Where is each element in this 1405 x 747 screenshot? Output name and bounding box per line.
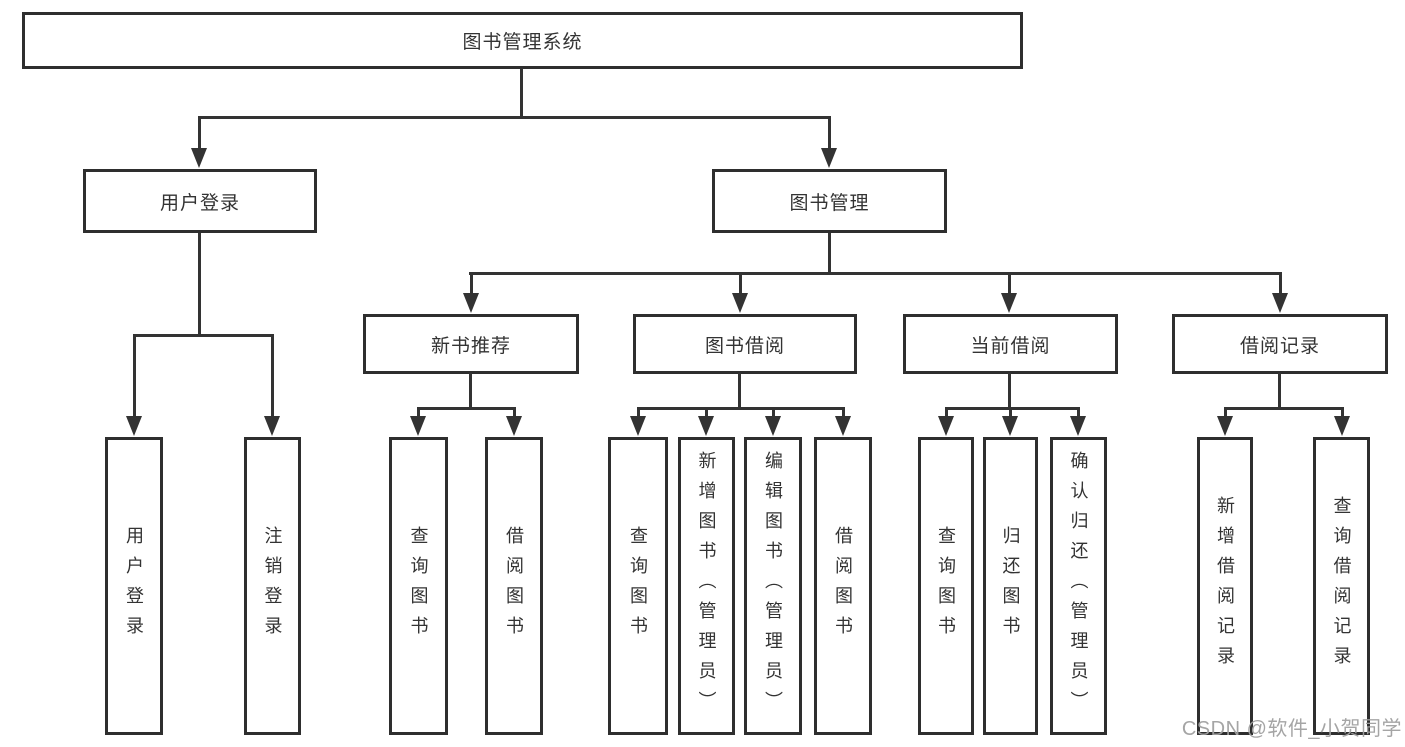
arrow-down-icon (835, 416, 851, 436)
connector-line (520, 68, 523, 118)
leaf-query-books-borrow: 查询图书 (608, 437, 668, 735)
leaf-add-borrow-record: 新增借阅记录 (1197, 437, 1253, 735)
connector-line (945, 407, 1080, 410)
connector-line (1009, 407, 1012, 419)
leaf-label: 查询图书 (408, 526, 429, 646)
leaf-label: 借阅图书 (833, 526, 853, 646)
node-label: 图书借阅 (704, 335, 785, 357)
arrow-down-icon (765, 416, 781, 436)
connector-line (1008, 373, 1011, 410)
leaf-user-login: 用户登录 (105, 437, 163, 735)
connector-line (828, 116, 831, 149)
arrow-down-icon (126, 416, 142, 436)
node-book-management: 图书管理 (712, 169, 947, 233)
node-book-borrow: 图书借阅 (633, 314, 857, 374)
leaf-query-books-current: 查询图书 (918, 437, 974, 735)
leaf-add-books-admin: 新增图书（管理员） (678, 437, 735, 735)
node-label: 图书管理 (789, 192, 870, 214)
connector-line (828, 233, 831, 275)
arrow-down-icon (463, 293, 479, 313)
arrow-down-icon (1002, 416, 1018, 436)
leaf-label: 查询图书 (936, 526, 956, 646)
arrow-down-icon (630, 416, 646, 436)
leaf-label: 用户登录 (124, 526, 144, 646)
leaf-label: 归还图书 (1000, 526, 1021, 646)
node-label: 用户登录 (159, 192, 240, 214)
arrow-down-icon (821, 148, 837, 168)
connector-line (1224, 407, 1343, 410)
arrow-down-icon (264, 416, 280, 436)
leaf-label: 确认归还（管理员） (1068, 451, 1089, 721)
connector-line (739, 272, 742, 294)
connector-line (1077, 407, 1080, 419)
leaf-borrow-books-recommend: 借阅图书 (485, 437, 543, 735)
csdn-watermark: CSDN @软件_小贺同学 (1181, 718, 1402, 740)
arrow-down-icon (1001, 293, 1017, 313)
connector-line (198, 116, 201, 149)
connector-line (705, 407, 708, 419)
connector-line (1008, 272, 1011, 294)
connector-line (469, 373, 472, 410)
leaf-label: 查询借阅记录 (1331, 496, 1352, 676)
leaf-label: 注销登录 (262, 526, 283, 646)
node-label: 新书推荐 (430, 335, 511, 357)
leaf-borrow-books: 借阅图书 (814, 437, 872, 735)
arrow-down-icon (1070, 416, 1086, 436)
connector-line (637, 407, 640, 419)
node-label: 借阅记录 (1239, 335, 1320, 357)
arrow-down-icon (191, 148, 207, 168)
leaf-label: 新增借阅记录 (1215, 496, 1235, 676)
leaf-label: 编辑图书（管理员） (763, 451, 783, 721)
leaf-query-books-recommend: 查询图书 (389, 437, 448, 735)
arrow-down-icon (506, 416, 522, 436)
node-borrow-record: 借阅记录 (1172, 314, 1388, 374)
leaf-confirm-return-admin: 确认归还（管理员） (1050, 437, 1107, 735)
leaf-query-borrow-record: 查询借阅记录 (1313, 437, 1370, 735)
connector-line (637, 407, 844, 410)
connector-line (198, 116, 831, 119)
connector-line (772, 407, 775, 419)
connector-line (1341, 407, 1344, 419)
connector-line (842, 407, 845, 419)
connector-line (417, 407, 515, 410)
arrow-down-icon (1217, 416, 1233, 436)
connector-line (469, 272, 1281, 275)
node-label: 当前借阅 (970, 335, 1051, 357)
node-current-borrow: 当前借阅 (903, 314, 1118, 374)
connector-line (738, 373, 741, 410)
leaf-label: 借阅图书 (504, 526, 524, 646)
leaf-return-books: 归还图书 (983, 437, 1038, 735)
leaf-label: 新增图书（管理员） (696, 451, 717, 721)
node-new-book-recommend: 新书推荐 (363, 314, 579, 374)
connector-line (1279, 272, 1282, 294)
connector-line (513, 407, 516, 419)
connector-line (133, 334, 274, 337)
node-root-library-management-system: 图书管理系统 (22, 12, 1023, 69)
connector-line (470, 272, 473, 294)
connector-line (417, 407, 420, 419)
connector-line (133, 334, 136, 417)
node-label: 图书管理系统 (462, 32, 583, 53)
connector-line (1224, 407, 1227, 419)
connector-line (271, 334, 274, 417)
arrow-down-icon (410, 416, 426, 436)
connector-line (945, 407, 948, 419)
connector-line (1278, 373, 1281, 410)
arrow-down-icon (938, 416, 954, 436)
node-user-login: 用户登录 (83, 169, 317, 233)
connector-line (198, 233, 201, 336)
leaf-edit-books-admin: 编辑图书（管理员） (744, 437, 802, 735)
leaf-label: 查询图书 (628, 526, 648, 646)
arrow-down-icon (1334, 416, 1350, 436)
leaf-logout: 注销登录 (244, 437, 301, 735)
arrow-down-icon (732, 293, 748, 313)
arrow-down-icon (698, 416, 714, 436)
arrow-down-icon (1272, 293, 1288, 313)
